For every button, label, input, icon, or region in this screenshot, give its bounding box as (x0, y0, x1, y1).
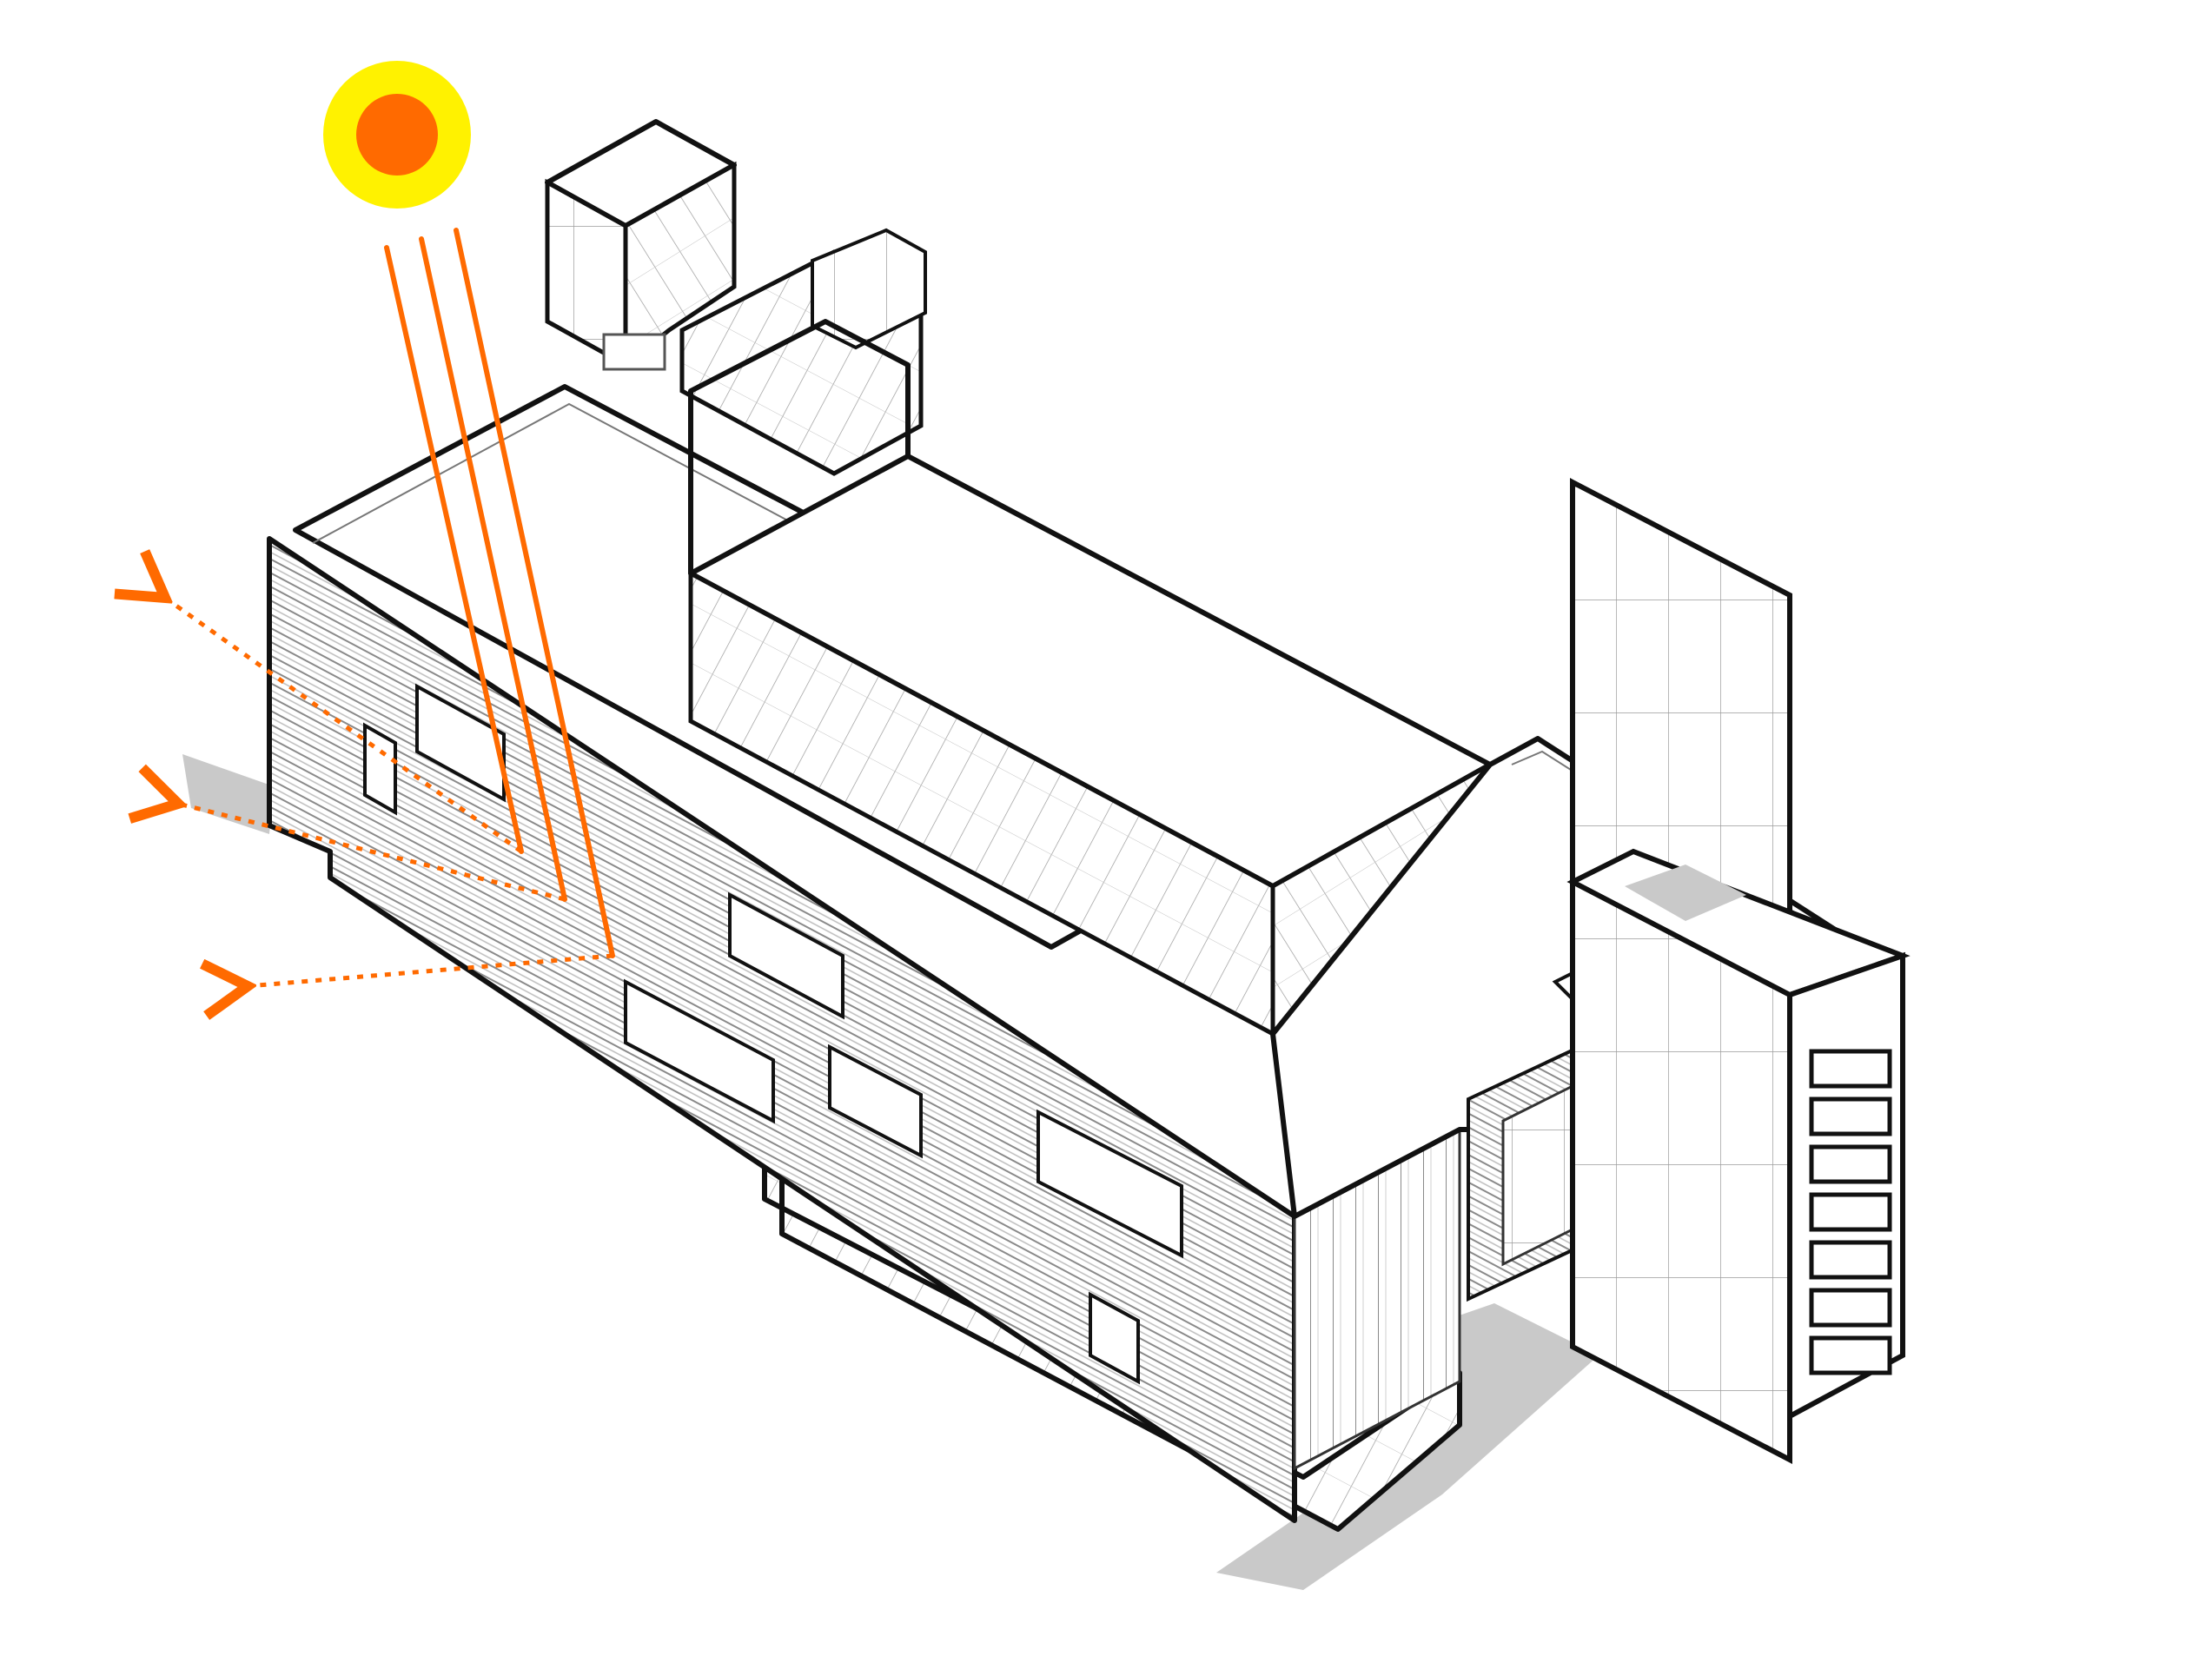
balcony (1809, 1049, 1892, 1089)
tower-front (1570, 478, 1792, 1464)
balcony (1809, 1288, 1892, 1328)
tower-shadow (1625, 865, 1746, 921)
central-step (688, 319, 911, 573)
window (1089, 1291, 1140, 1385)
balcony (1809, 1097, 1892, 1136)
window (1036, 1109, 1183, 1259)
rooftop-unit (602, 333, 666, 371)
window (415, 683, 506, 803)
balconies (1809, 1049, 1892, 1375)
incoming-ray (384, 245, 524, 854)
incoming-ray (419, 236, 567, 902)
upper-core (545, 119, 927, 476)
balcony (1809, 1192, 1892, 1232)
window (363, 722, 397, 816)
window (828, 1044, 923, 1159)
shadow-left (182, 754, 274, 834)
facade-windows (363, 683, 1183, 1385)
incoming-ray (454, 228, 615, 958)
sun-core (356, 94, 438, 176)
incoming-rays (384, 228, 615, 958)
window (728, 891, 844, 1020)
window (624, 978, 775, 1124)
dotted-arrow-icon (178, 804, 566, 902)
balcony (1809, 1240, 1892, 1280)
deflected-rays (165, 598, 613, 986)
sun-icon (323, 61, 471, 209)
balcony (1809, 1335, 1892, 1375)
dotted-arrow-icon (165, 598, 523, 854)
dotted-arrow-icon (248, 953, 613, 986)
balcony (1809, 1144, 1892, 1184)
